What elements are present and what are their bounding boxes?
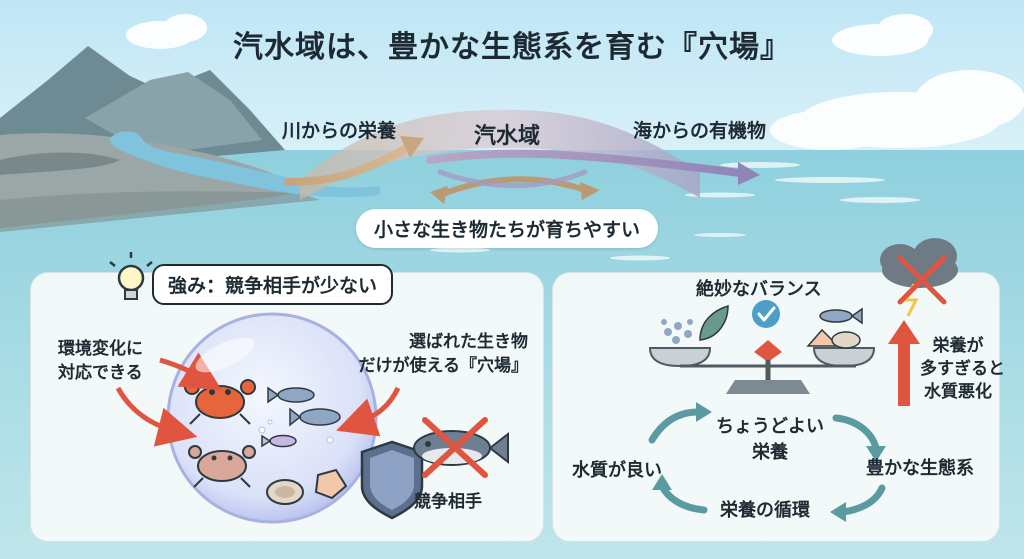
sea-organic-arrow <box>426 149 744 177</box>
estuary-label: 汽水域 <box>474 124 541 149</box>
river-nutrient-arrow <box>284 142 414 186</box>
growth-label: 小さな生き物たちが育ちやすい <box>356 209 659 248</box>
competitor-label: 競争相手 <box>414 492 482 512</box>
chosen-label: 選ばれた生き物 だけが使える『穴場』 <box>358 332 529 376</box>
balance-label: 絶妙なバランス <box>696 279 822 300</box>
river <box>110 131 380 198</box>
mixing-arrow-1 <box>437 176 588 198</box>
cycle-right-label: 豊かな生態系 <box>866 458 974 479</box>
estuary-band <box>300 109 700 200</box>
sea-organic-label: 海からの有機物 <box>633 120 767 142</box>
adapt-label: 環境変化に 対応できる <box>58 339 143 383</box>
warning-label: 栄養が 多すぎると 水質悪化 <box>920 336 1005 402</box>
clouds <box>126 14 1024 150</box>
cycle-center-label: ちょうどよい 栄養 <box>716 416 824 463</box>
cycle-bottom-label: 栄養の循環 <box>720 500 810 521</box>
mixing-arrow-2 <box>437 169 588 188</box>
river-nutrient-label: 川からの栄養 <box>282 120 397 142</box>
strength-bubble: 強み：競争相手が少ない <box>152 264 394 305</box>
page-title: 汽水域は、豊かな生態系を育む『穴場』 <box>233 30 791 65</box>
cycle-left-label: 水質が良い <box>572 460 662 481</box>
